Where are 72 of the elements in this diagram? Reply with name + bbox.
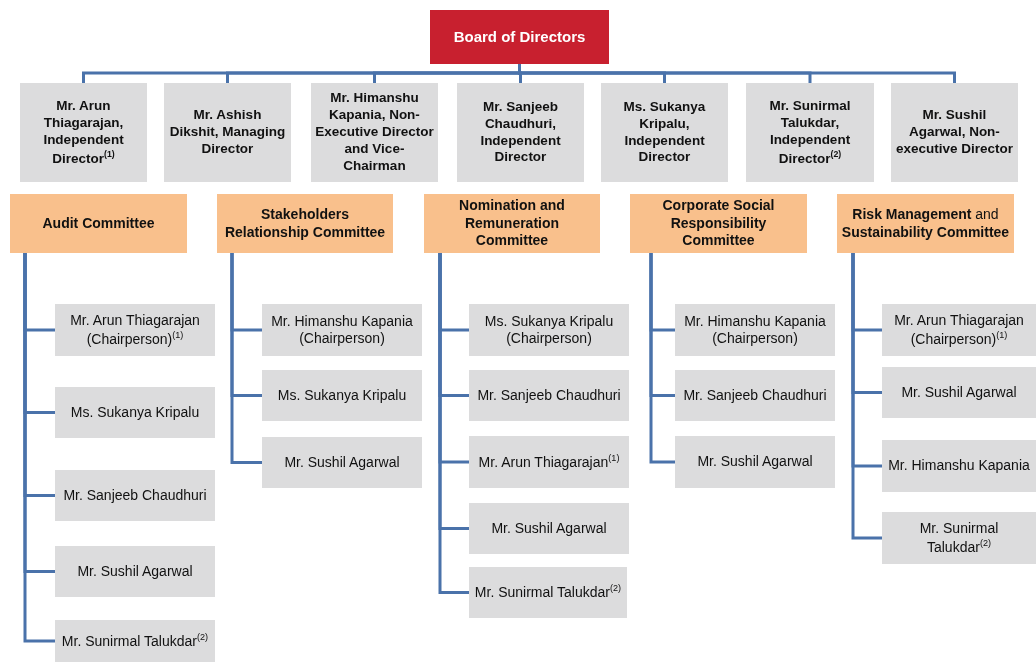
committee-box — [630, 194, 807, 253]
member-box — [675, 436, 835, 488]
name-text: Mr. Sushil Agarwal — [77, 562, 193, 581]
name-text: Mr. Sushil Agarwal — [697, 453, 813, 471]
director-box — [746, 83, 874, 182]
name-text: Mr. Ashish Dikshit, Managing Director — [168, 107, 287, 158]
name-text: Mr. Sanjeeb Chaudhuri — [477, 386, 621, 405]
name-text: Mr. Sunirmal Talukdar$^{(2)}$ — [474, 583, 622, 602]
name-text: Risk Management and Sustainability Committee — [841, 206, 1010, 241]
connector-line — [230, 253, 262, 464]
name-text: Mr. Arun Thiagarajan (Chairperson)$^{(1)}$ — [69, 312, 201, 348]
name-text: Mr. Sunirmal Talukdar$^{(2)}$ — [918, 520, 1000, 556]
director-box — [891, 83, 1018, 182]
connector-line — [438, 253, 469, 594]
connector-line — [649, 253, 675, 464]
director-box — [20, 83, 147, 182]
member-box — [262, 437, 422, 488]
member-box — [262, 370, 422, 421]
name-text: Mr. Himanshu Kapania — [888, 457, 1030, 475]
name-text: Mr. Sunirmal Talukdar$^{(2)}$ — [61, 631, 209, 651]
connector-line — [23, 253, 55, 643]
name-text: Ms. Sukanya Kripalu, Independent Director — [622, 98, 707, 167]
name-text: Board of Directors — [453, 27, 586, 47]
name-text: Ms. Sukanya Kripalu — [70, 403, 200, 422]
member-box — [675, 304, 835, 356]
name-text: Mr. Sushil Agarwal — [284, 453, 400, 472]
name-text: Ms. Sukanya Kripalu — [277, 386, 407, 405]
director-box — [164, 83, 291, 182]
member-box — [55, 470, 215, 521]
member-box — [882, 440, 1036, 492]
connector-line — [851, 253, 882, 540]
member-box — [55, 546, 215, 597]
member-box — [469, 304, 629, 356]
member-box — [469, 503, 629, 554]
director-box — [601, 83, 728, 182]
member-box — [469, 436, 629, 488]
member-box — [882, 304, 1036, 356]
member-box — [469, 567, 627, 618]
director-box — [311, 83, 438, 182]
name-text: Stakeholders Relationship Committee — [223, 206, 387, 241]
name-text: Mr. Sanjeeb Chaudhuri — [63, 486, 207, 505]
director-box — [457, 83, 584, 182]
member-box — [675, 370, 835, 421]
name-text: Mr. Himanshu Kapania (Chairperson) — [683, 312, 827, 348]
name-text: Mr. Arun Thiagarajan$^{(1)}$ — [478, 452, 620, 472]
member-box — [55, 387, 215, 438]
member-box — [882, 367, 1036, 418]
name-text: Corporate Social Responsibility Committee — [661, 197, 776, 250]
committee-box — [424, 194, 600, 253]
name-text: Mr. Himanshu Kapania, Non-Executive Director and Vice-Chairman — [315, 90, 434, 175]
name-text: Nomination and Remuneration Committee — [458, 197, 566, 250]
board-box — [430, 10, 609, 64]
name-text: Mr. Arun Thiagarajan, Independent Director$^{(1)}$ — [42, 98, 125, 167]
name-text: Mr. Sushil Agarwal — [491, 519, 607, 538]
member-box — [882, 512, 1036, 564]
name-text: Ms. Sukanya Kripalu (Chairperson) — [483, 312, 615, 348]
committee-box — [217, 194, 393, 253]
member-box — [262, 304, 422, 356]
name-text: Audit Committee — [42, 214, 155, 233]
committee-box — [837, 194, 1014, 253]
name-text: Mr. Sushil Agarwal — [901, 383, 1017, 402]
member-box — [55, 304, 215, 356]
member-box — [55, 620, 215, 662]
name-text: Mr. Sanjeeb Chaudhuri, Independent Director — [479, 98, 562, 167]
name-text: Mr. Sanjeeb Chaudhuri — [683, 386, 827, 405]
connector-line — [518, 64, 956, 83]
name-text: Mr. Himanshu Kapania (Chairperson) — [270, 312, 414, 348]
name-text: Mr. Sushil Agarwal, Non-executive Director — [895, 107, 1014, 158]
name-text: Mr. Arun Thiagarajan (Chairperson)$^{(1)}$ — [893, 312, 1025, 348]
name-text: Mr. Sunirmal Talukdar, Independent Director$^{(2)}$ — [768, 98, 852, 167]
member-box — [469, 370, 629, 421]
committee-box — [10, 194, 187, 253]
